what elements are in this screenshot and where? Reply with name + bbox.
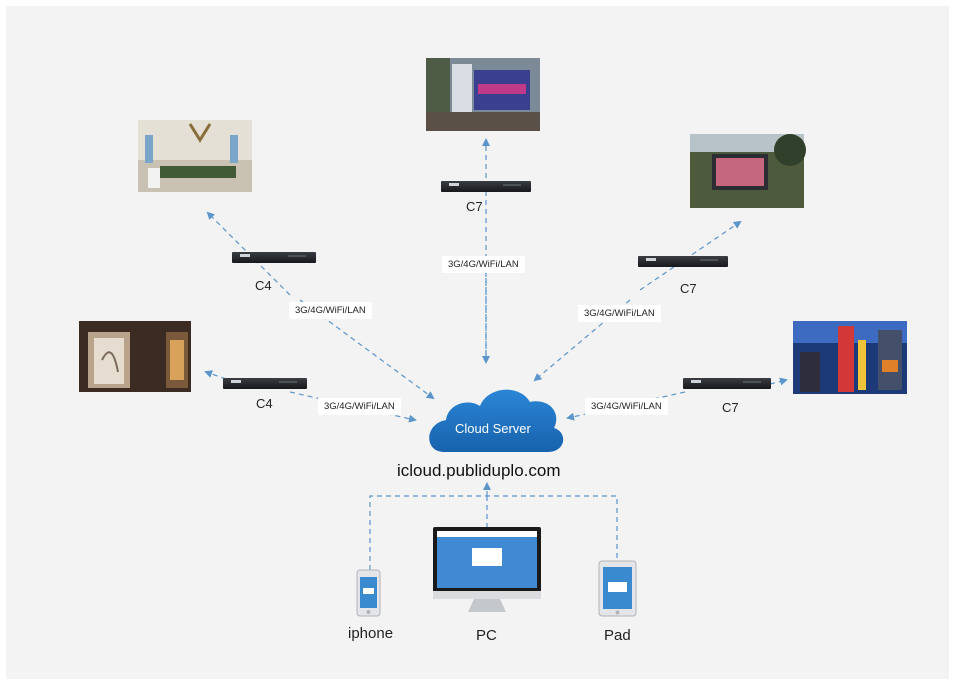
photo-lobby: [138, 120, 252, 192]
photo-billboard-top: [426, 58, 540, 131]
iphone-icon: [356, 569, 381, 617]
arrow-lower-right-out: [769, 377, 788, 386]
server-url: icloud.publiduplo.com: [397, 461, 561, 480]
client-label-iphone: iphone: [348, 625, 394, 642]
c4-device-lower-left: [223, 378, 307, 389]
connection-label-lower-left: 3G/4G/WiFi/LAN: [318, 398, 401, 415]
pc-icon: [433, 527, 541, 612]
c4-device-upper-left: [232, 252, 316, 263]
arrow-lower-left-out: [204, 370, 227, 380]
photo-screen-tree: [690, 134, 806, 208]
pad-icon: [598, 560, 637, 617]
connection-label-lower-right: 3G/4G/WiFi/LAN: [585, 398, 668, 415]
photo-mall: [79, 321, 191, 392]
device-label-top: C7: [466, 199, 483, 214]
connection-label-top: 3G/4G/WiFi/LAN: [442, 256, 525, 273]
c7-device-top: [441, 181, 531, 192]
device-label-upper-left: C4: [255, 278, 272, 293]
connection-label-upper-left: 3G/4G/WiFi/LAN: [289, 302, 372, 319]
device-label-lower-right: C7: [722, 400, 739, 415]
device-label-upper-right: C7: [680, 281, 697, 296]
device-label-lower-left: C4: [256, 396, 273, 411]
cloud-shape: [429, 389, 564, 452]
client-bus: [369, 495, 618, 570]
c7-device-upper-right: [638, 256, 728, 267]
client-label-pc: PC: [476, 627, 497, 644]
c7-device-lower-right: [683, 378, 771, 389]
client-label-pad: Pad: [604, 627, 631, 644]
connection-label-upper-right: 3G/4G/WiFi/LAN: [578, 305, 661, 322]
cloud-server-label: Cloud Server: [455, 421, 531, 436]
arrow-upper-right-out: [639, 220, 742, 291]
photo-times-square: [793, 321, 907, 394]
